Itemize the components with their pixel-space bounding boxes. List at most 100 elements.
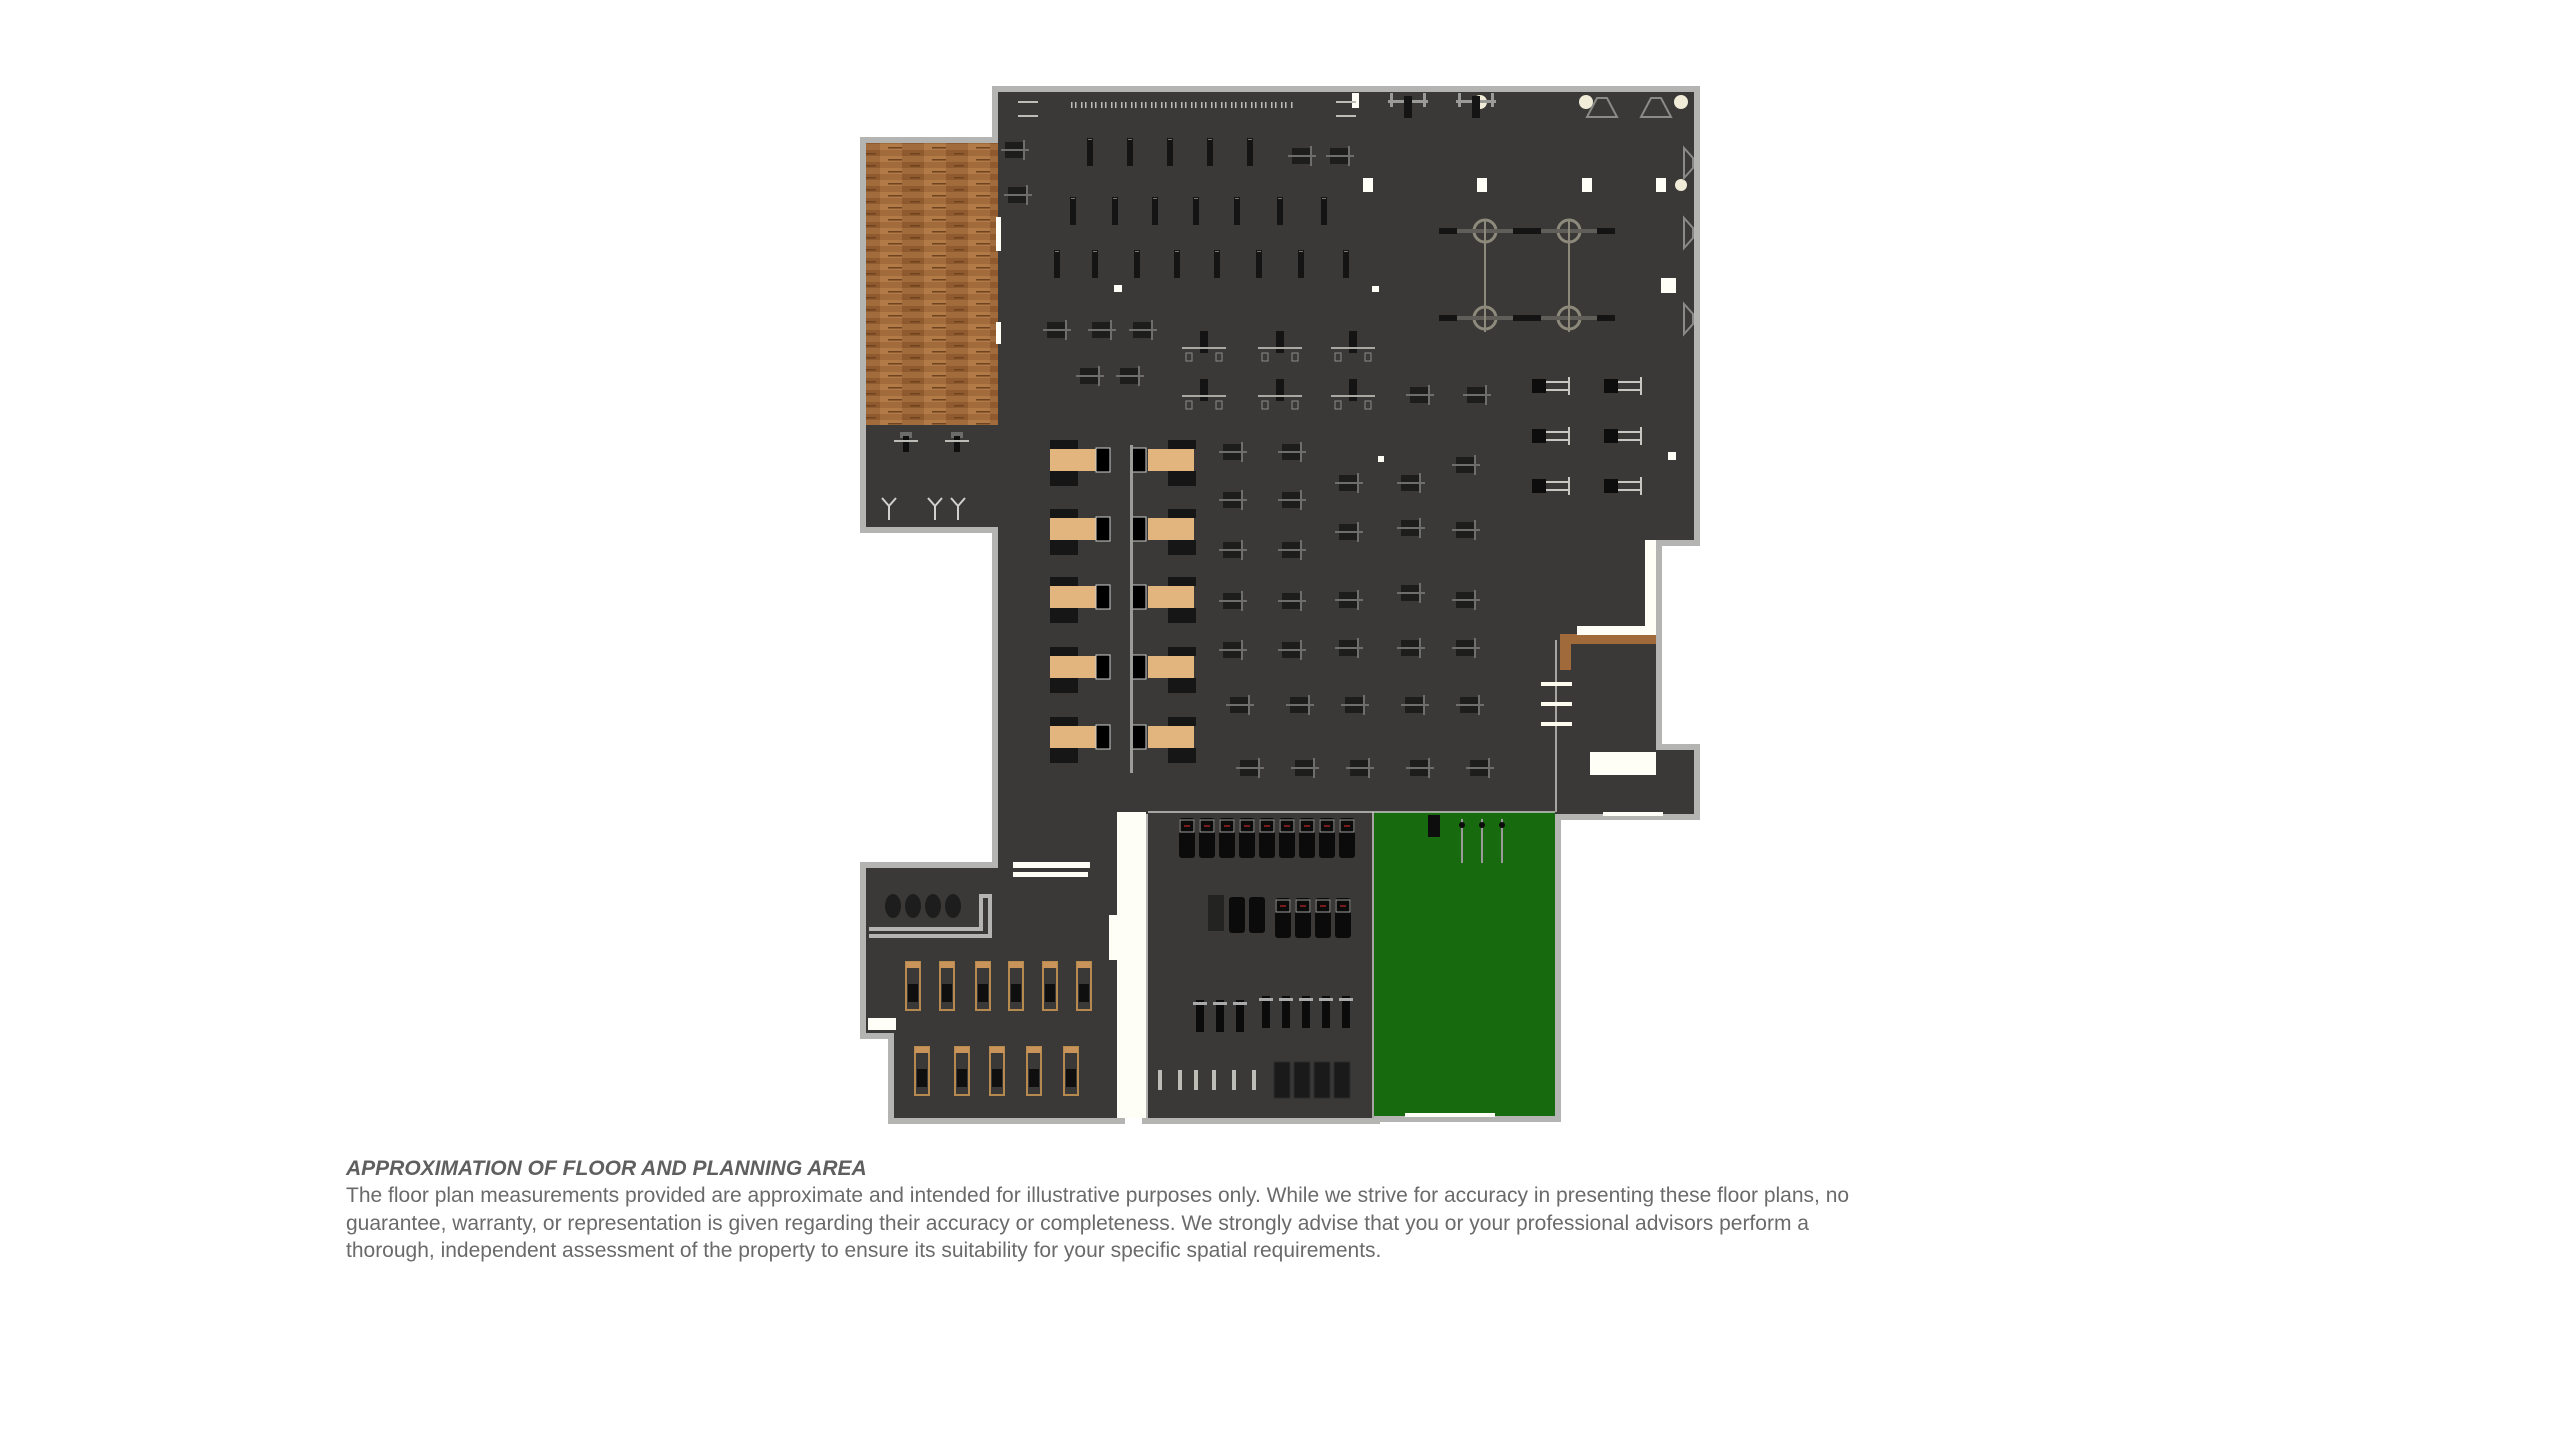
- treadmill-console: [1279, 819, 1295, 833]
- cable-handle: [1597, 315, 1615, 321]
- adjustable-bench: [1070, 197, 1076, 225]
- barbell-rack: [1336, 115, 1356, 117]
- machine-frame: [1241, 442, 1243, 462]
- upright-bike: [1212, 1070, 1216, 1090]
- bench-detail: [1088, 139, 1092, 140]
- adjustable-bench: [1152, 197, 1158, 225]
- adjustable-bench: [1256, 250, 1262, 278]
- treadmill-console: [1259, 819, 1275, 833]
- plate-holder: [1334, 352, 1342, 362]
- adjustable-bench: [1321, 197, 1327, 225]
- treadmill-display: [1344, 825, 1350, 827]
- platform-mat: [1168, 540, 1196, 555]
- machine-frame: [1357, 638, 1359, 658]
- upright-bike: [1178, 1070, 1182, 1090]
- plyo-box: [1683, 215, 1694, 251]
- treadmill: [1295, 898, 1311, 938]
- machine-frame: [1088, 329, 1116, 331]
- rack-frame: [1131, 584, 1147, 610]
- cable-rail: [1484, 220, 1486, 332]
- plate-loaded-frame: [1640, 427, 1642, 445]
- bench-press-bar: [1331, 347, 1375, 349]
- machine-frame: [1026, 185, 1028, 205]
- machine-frame: [1474, 590, 1476, 610]
- treadmill-console: [1275, 899, 1291, 913]
- plyo-box: [1639, 97, 1673, 118]
- exercise-bike: [1262, 996, 1270, 1028]
- treadmill-console: [1199, 819, 1215, 833]
- lifting-platform-wood: [1050, 449, 1096, 471]
- treadmill: [1339, 818, 1355, 858]
- plate-holder: [1261, 352, 1269, 362]
- barbell-rack: [1018, 101, 1038, 103]
- rack-frame: [1095, 654, 1111, 680]
- studio-wing: [866, 425, 998, 527]
- bench-press-bench: [1200, 379, 1208, 401]
- plate-loaded-frame: [1640, 477, 1642, 495]
- machine-frame: [1288, 155, 1316, 157]
- machine-frame: [1397, 482, 1425, 484]
- machine-frame: [1241, 640, 1243, 660]
- plate-loaded-frame: [1618, 381, 1642, 383]
- machine-frame: [1138, 366, 1140, 386]
- machine-frame: [1004, 194, 1032, 196]
- treadmill-console: [1219, 819, 1235, 833]
- round-marker: [1674, 95, 1688, 109]
- treadmill: [1335, 898, 1351, 938]
- lifting-platform-wood: [1148, 586, 1194, 608]
- machine-frame: [1423, 695, 1425, 715]
- machine-frame: [1226, 704, 1254, 706]
- lifting-platform-wood: [1050, 726, 1096, 748]
- adjustable-bench: [1127, 138, 1133, 166]
- machine-frame: [1313, 758, 1315, 778]
- machine-frame: [1419, 473, 1421, 493]
- machine-frame: [1397, 647, 1425, 649]
- machine-frame: [1485, 385, 1487, 405]
- lifting-platform-wood: [1148, 726, 1194, 748]
- column-block: [1577, 626, 1656, 635]
- squat-rack-bench: [1472, 96, 1480, 118]
- treadmill-display: [1340, 905, 1346, 907]
- bench-detail: [1322, 198, 1326, 199]
- machine-frame: [1357, 590, 1359, 610]
- wing-bike-seat: [900, 432, 912, 438]
- pilates-chair: [885, 894, 901, 918]
- cable-handle: [1513, 228, 1531, 234]
- machine-frame: [1241, 540, 1243, 560]
- bench-detail: [1208, 139, 1212, 140]
- machine-frame: [1335, 599, 1363, 601]
- machine-frame: [1452, 529, 1480, 531]
- machine-frame: [1335, 531, 1363, 533]
- adjustable-bench: [1087, 138, 1093, 166]
- reception-counter: [1560, 634, 1656, 670]
- treadmill-console: [1239, 819, 1255, 833]
- machine-frame: [1065, 320, 1067, 340]
- upright-bike: [1232, 1070, 1236, 1090]
- bench-detail: [1128, 139, 1132, 140]
- machine-frame: [1310, 146, 1312, 166]
- bench-detail: [1168, 139, 1172, 140]
- column-block: [1590, 752, 1656, 775]
- disclaimer-line-3: thorough, independent assessment of the …: [346, 1239, 1382, 1262]
- lifting-platform-wood: [1148, 449, 1194, 471]
- rowing-machine: [1273, 1061, 1291, 1099]
- door-opening: [996, 322, 1001, 344]
- stool-leg: [888, 506, 890, 520]
- machine-frame: [1456, 704, 1484, 706]
- sled-pole: [1501, 819, 1503, 863]
- machine-frame: [1286, 704, 1314, 706]
- column-block: [1668, 452, 1676, 460]
- machine-frame: [1406, 767, 1434, 769]
- column-block: [868, 1018, 896, 1030]
- machine-frame: [1428, 385, 1430, 405]
- barbell-rack: [1336, 101, 1356, 103]
- sled-handle: [1479, 822, 1485, 828]
- machine-frame: [1478, 695, 1480, 715]
- machine-frame: [1463, 394, 1491, 396]
- treadmill-console: [1339, 819, 1355, 833]
- treadmill-display: [1284, 825, 1290, 827]
- bike-handlebar: [1279, 998, 1293, 1001]
- machine-frame: [1326, 155, 1354, 157]
- cable-handle: [1597, 228, 1615, 234]
- reformer-carriage: [992, 1069, 1002, 1087]
